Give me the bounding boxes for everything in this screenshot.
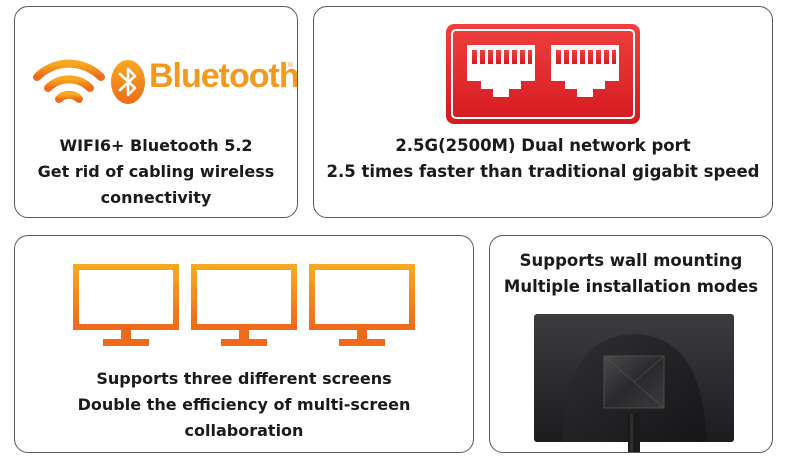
three-screens-card: Supports three different screens Double … xyxy=(14,235,474,453)
wall-caption: Supports wall mounting Multiple installa… xyxy=(490,248,772,300)
caption-line: collaboration xyxy=(184,421,304,440)
bluetooth-logo-text: Bluetooth xyxy=(149,57,298,95)
wifi-caption: WIFI6+ Bluetooth 5.2 Get rid of cabling … xyxy=(15,133,297,211)
screens-caption: Supports three different screens Double … xyxy=(15,366,473,444)
network-caption: 2.5G(2500M) Dual network port 2.5 times … xyxy=(314,133,772,185)
caption-line: Supports wall mounting xyxy=(519,251,743,270)
network-port-card: 2.5G(2500M) Dual network port 2.5 times … xyxy=(313,6,773,218)
bluetooth-icon xyxy=(111,60,145,104)
monitor-icon xyxy=(191,264,297,346)
monitor-back-photo xyxy=(534,314,734,452)
monitor-icon xyxy=(309,264,415,346)
caption-line: 2.5 times faster than traditional gigabi… xyxy=(326,162,760,181)
registered-mark: ® xyxy=(287,61,294,69)
caption-line: Get rid of cabling wireless xyxy=(37,162,275,181)
caption-line: Double the efficiency of multi-screen xyxy=(77,395,411,414)
wifi-bluetooth-card: Bluetooth ® WIFI6+ Bluetooth 5.2 Get rid… xyxy=(14,6,298,218)
ethernet-port-icon xyxy=(446,24,640,124)
caption-line: Supports three different screens xyxy=(96,369,392,388)
wall-mount-card: Supports wall mounting Multiple installa… xyxy=(489,235,773,453)
monitor-icon xyxy=(73,264,179,346)
wifi-icon xyxy=(33,59,105,103)
caption-line: 2.5G(2500M) Dual network port xyxy=(395,136,691,155)
caption-line: Multiple installation modes xyxy=(503,277,759,296)
caption-line: connectivity xyxy=(100,188,212,207)
caption-line: WIFI6+ Bluetooth 5.2 xyxy=(59,136,253,155)
